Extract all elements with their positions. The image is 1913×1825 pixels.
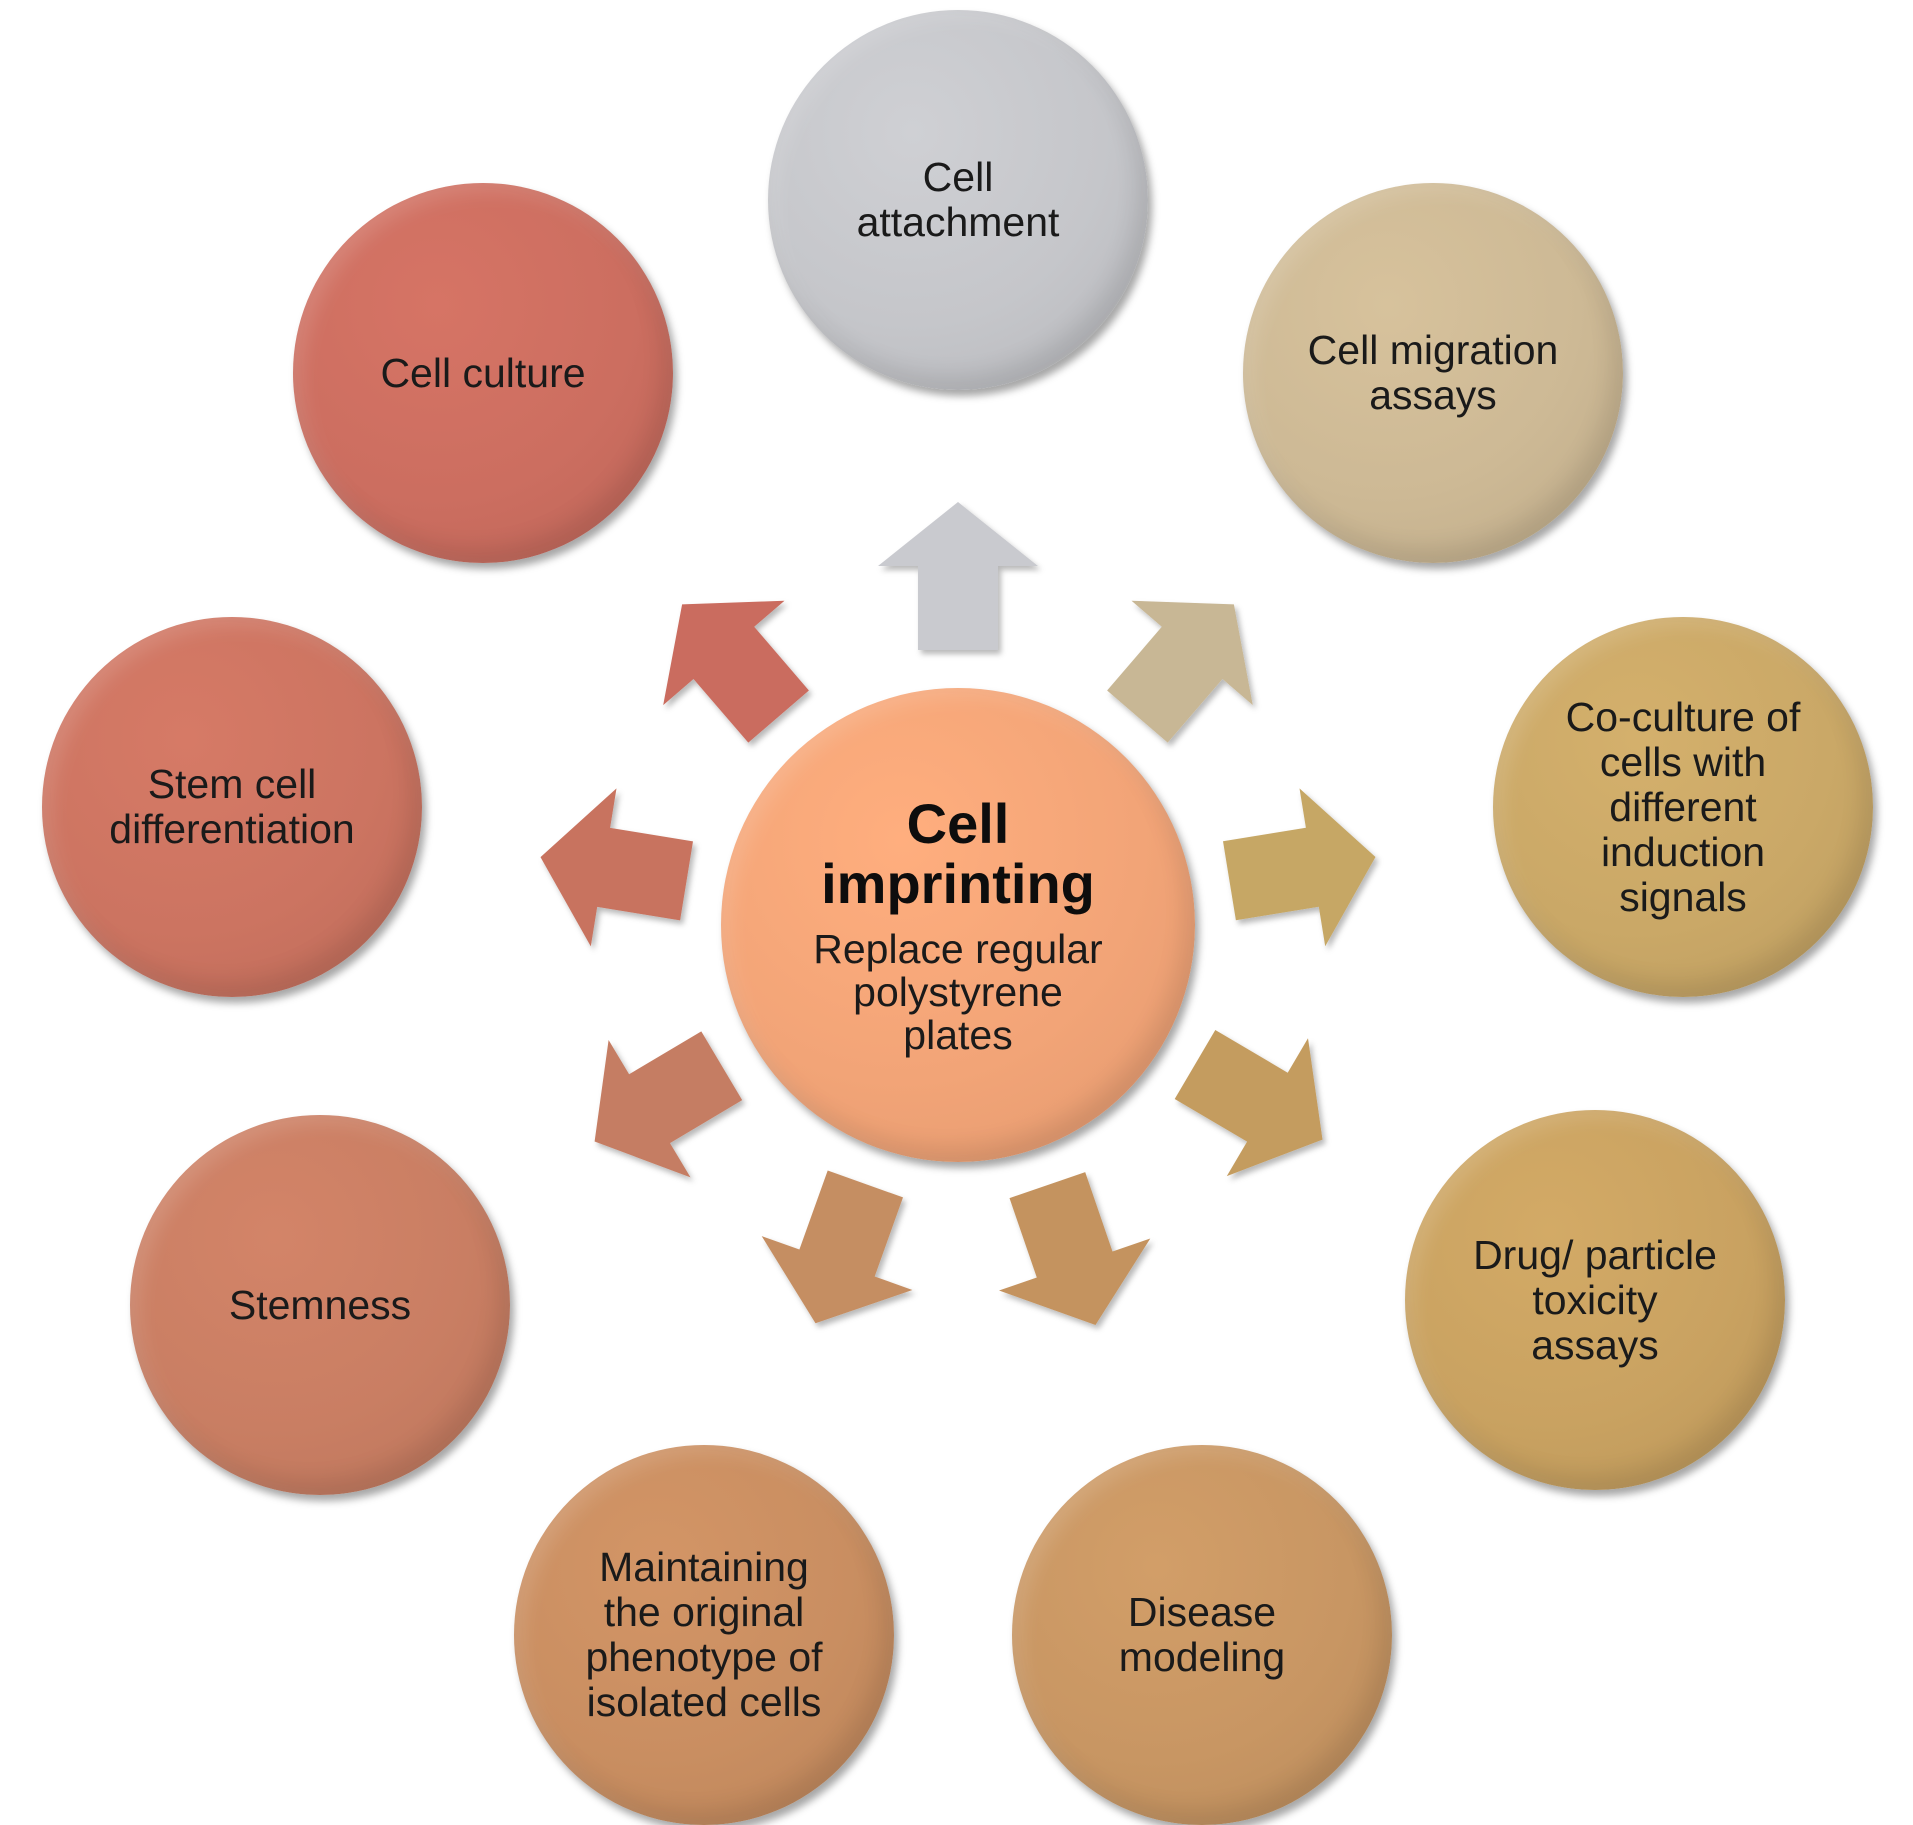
node-cell-culture: Cell culture [293, 183, 673, 563]
node-disease-modeling: Disease modeling [1012, 1445, 1392, 1825]
node-stem-cell-differentiation: Stem cell differentiation [42, 617, 422, 997]
node-label: Maintaining the original phenotype of is… [585, 1544, 823, 1725]
arrow-to-drug-particle-toxicity-assays [1174, 1030, 1323, 1177]
arrow-to-co-culture [1223, 788, 1376, 947]
arrow-to-cell-attachment [878, 502, 1038, 650]
arrow-to-cell-culture [663, 600, 809, 743]
node-maintaining-phenotype: Maintaining the original phenotype of is… [514, 1445, 894, 1825]
node-label: Cell attachment [856, 154, 1060, 245]
node-label: Disease modeling [1118, 1589, 1286, 1680]
node-co-culture: Co-culture of cells with different induc… [1493, 617, 1873, 997]
node-label: Stemness [228, 1281, 412, 1328]
center-circle: Cell imprinting Replace regular polystyr… [721, 688, 1195, 1162]
node-label: Cell culture [380, 349, 586, 396]
arrow-to-cell-migration-assays [1107, 600, 1253, 743]
node-cell-migration-assays: Cell migration assays [1243, 183, 1623, 563]
node-cell-attachment: Cell attachment [768, 10, 1148, 390]
center-title: Cell imprinting [821, 791, 1095, 915]
node-stemness: Stemness [130, 1115, 510, 1495]
node-drug-particle-toxicity-assays: Drug/ particle toxicity assays [1405, 1110, 1785, 1490]
node-label: Cell migration assays [1307, 327, 1559, 418]
center-subtitle: Replace regular polystyrene plates [813, 925, 1103, 1058]
arrow-to-disease-modeling [999, 1172, 1151, 1325]
arrow-to-stemness [594, 1031, 743, 1178]
arrow-to-maintaining-phenotype [761, 1170, 913, 1324]
arrow-to-stem-cell-differentiation [540, 788, 693, 947]
node-label: Stem cell differentiation [109, 761, 355, 852]
node-label: Co-culture of cells with different induc… [1565, 693, 1801, 920]
node-label: Drug/ particle toxicity assays [1473, 1231, 1717, 1368]
